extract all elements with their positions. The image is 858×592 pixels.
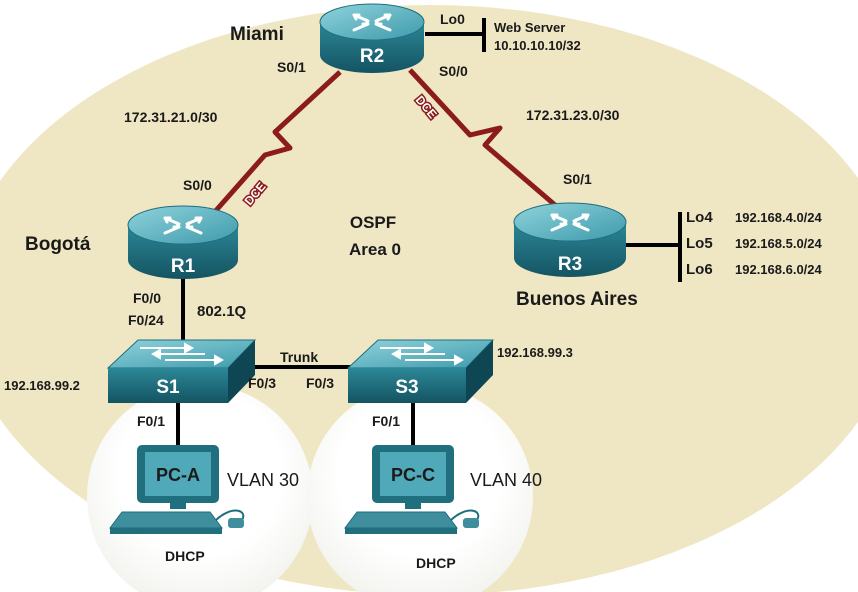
r2-port-s0-1: S0/1: [277, 59, 306, 75]
pc-a-addressing: DHCP: [165, 548, 205, 564]
router-r3[interactable]: R3: [513, 202, 627, 277]
switch-s3-label: S3: [395, 377, 418, 398]
pc-a[interactable]: PC-A: [109, 445, 245, 534]
lo4-name: Lo4: [686, 209, 713, 226]
router-r2-city: Miami: [230, 24, 284, 45]
lo6-name: Lo6: [686, 261, 713, 278]
router-r1-city: Bogotá: [25, 234, 91, 255]
router-r2[interactable]: R2: [319, 3, 425, 73]
s1-port-f0-3: F0/3: [248, 375, 276, 391]
network-r2-r3: 172.31.23.0/30: [526, 107, 620, 123]
serial-link-r2-r3: [408, 68, 557, 207]
encapsulation-label: 802.1Q: [197, 303, 247, 320]
lo0-desc: Web Server: [494, 20, 565, 35]
router-r3-label: R3: [558, 254, 582, 275]
switch-s1-label: S1: [156, 377, 180, 398]
pc-a-vlan: VLAN 30: [227, 470, 299, 490]
r2-port-s0-0: S0/0: [439, 63, 468, 79]
lo5-name: Lo5: [686, 235, 713, 252]
pc-a-label: PC-A: [156, 465, 200, 485]
r1-port-s0-0: S0/0: [183, 177, 212, 193]
lo4-network: 192.168.4.0/24: [735, 210, 823, 225]
lo5-network: 192.168.5.0/24: [735, 236, 823, 251]
pc-c-addressing: DHCP: [416, 555, 456, 571]
switch-s3-ip: 192.168.99.3: [497, 345, 573, 360]
pc-c-label: PC-C: [391, 465, 435, 485]
pc-c[interactable]: PC-C: [344, 445, 480, 534]
s1-port-f0-1: F0/1: [137, 413, 165, 429]
area-name-label: Area 0: [349, 240, 401, 259]
router-r2-label: R2: [360, 46, 384, 67]
lo6-network: 192.168.6.0/24: [735, 262, 823, 277]
area-protocol-label: OSPF: [350, 213, 396, 232]
lo0-name: Lo0: [440, 11, 465, 27]
router-r3-city: Buenos Aires: [516, 289, 638, 310]
s3-port-f0-1: F0/1: [372, 413, 400, 429]
s3-port-f0-3: F0/3: [306, 375, 334, 391]
r3-port-s0-1: S0/1: [563, 171, 592, 187]
r1-port-f0-0: F0/0: [133, 290, 161, 306]
pc-c-vlan: VLAN 40: [470, 470, 542, 490]
switch-s3[interactable]: S3: [346, 339, 495, 403]
router-r1[interactable]: R1: [127, 205, 239, 279]
switch-s1-ip: 192.168.99.2: [4, 378, 80, 393]
lo0-network: 10.10.10.10/32: [494, 38, 581, 53]
s1-port-f0-24: F0/24: [128, 312, 164, 328]
network-r1-r2: 172.31.21.0/30: [124, 109, 218, 125]
switch-s1[interactable]: S1: [106, 339, 257, 403]
trunk-label: Trunk: [280, 349, 318, 365]
serial-link-r1-r2: [210, 70, 342, 217]
router-r1-label: R1: [171, 256, 196, 277]
